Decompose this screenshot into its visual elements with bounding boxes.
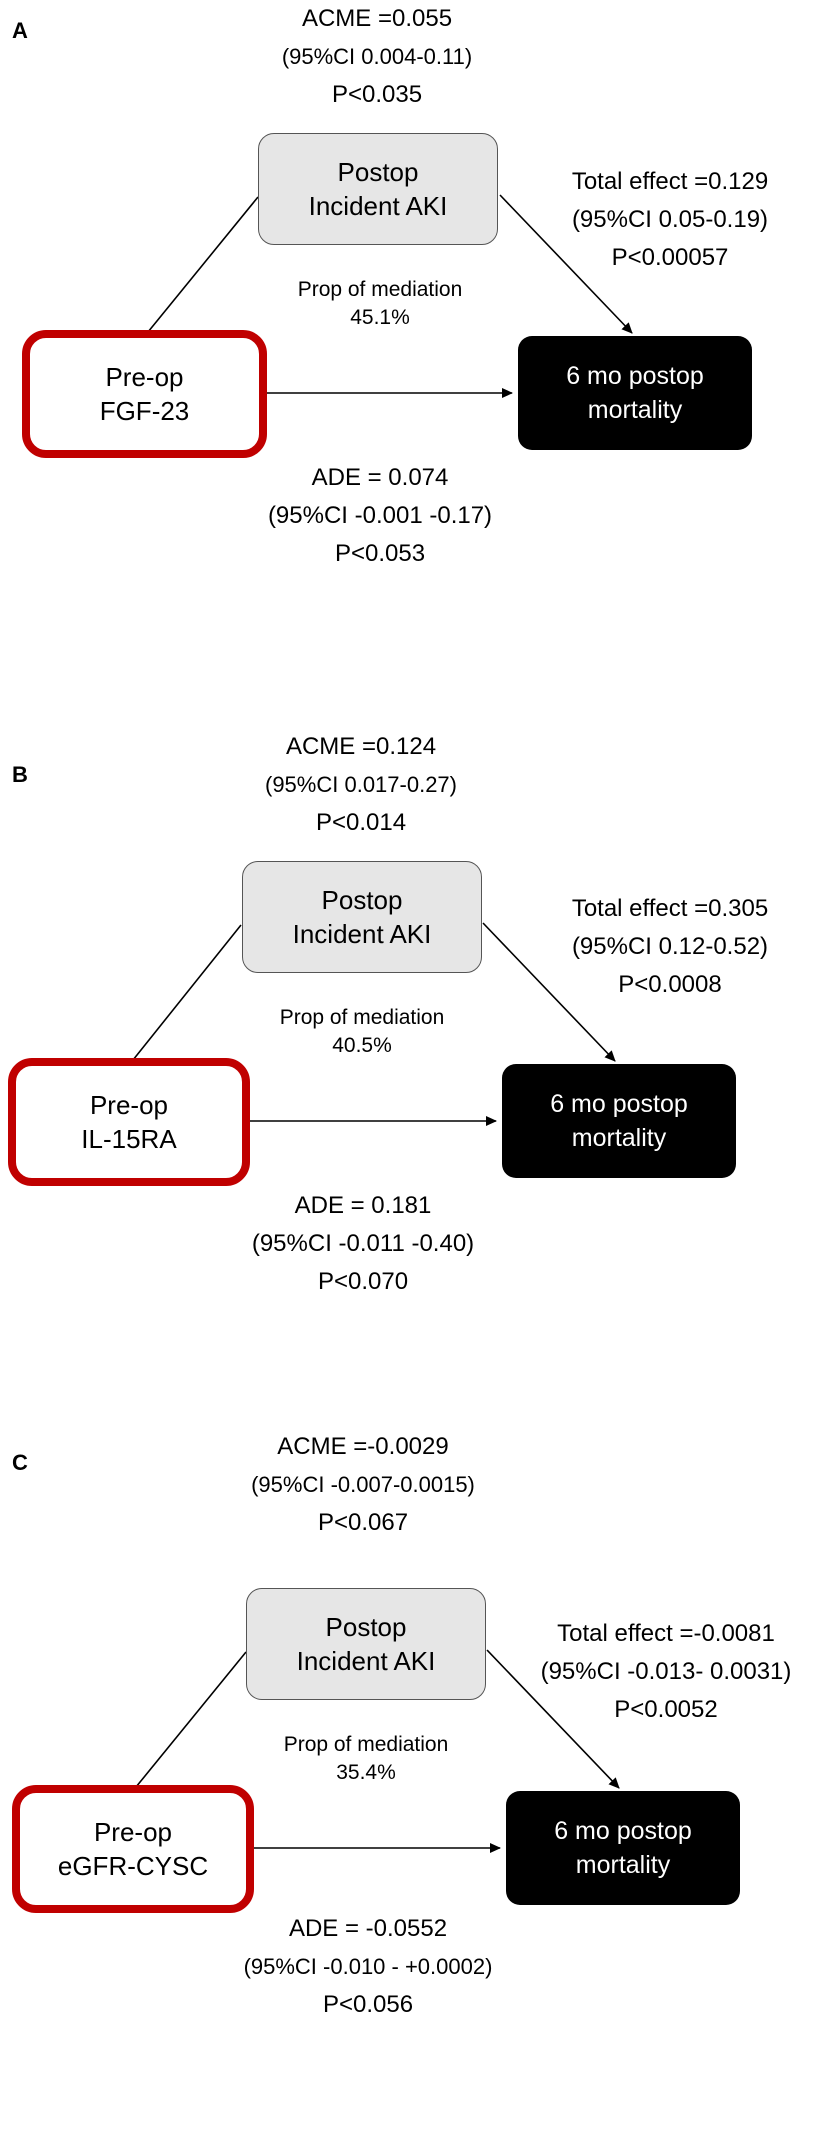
panel-a-connectors	[147, 194, 633, 398]
mediator-line2: Incident AKI	[308, 191, 448, 221]
panel-c-connectors	[135, 1649, 620, 1853]
panel-label: A	[12, 18, 28, 43]
exposure-line2: eGFR-CYSC	[57, 1851, 209, 1881]
prop-value: 40.5%	[332, 1034, 392, 1057]
mediator-box: Postop Incident AKI	[258, 133, 498, 245]
exposure-line2: IL-15RA	[81, 1124, 177, 1154]
outcome-line1: 6 mo postop	[550, 1090, 688, 1118]
total-effect-ci: (95%CI -0.013- 0.0031)	[540, 1658, 792, 1685]
ade-value: ADE = 0.074	[311, 464, 449, 491]
outcome-box: 6 mo postop mortality	[506, 1791, 740, 1905]
exposure-box: Pre-op eGFR-CYSC	[12, 1785, 254, 1913]
total-effect-p: P<0.00057	[611, 244, 729, 271]
prop-of-mediation: Prop of mediation 40.5%	[242, 1004, 482, 1060]
mediator-line1: Postop	[337, 157, 419, 187]
panel-a: A ACME =0.055 (95%CI 0.004-0.11) P<0.035…	[0, 0, 827, 680]
prop-value: 35.4%	[336, 1761, 396, 1784]
total-effect-stat: Total effect =-0.0081 (95%CI -0.013- 0.0…	[508, 1615, 824, 1729]
exposure-to-mediator-line	[147, 196, 259, 333]
mediator-to-outcome-arrow	[482, 922, 616, 1062]
total-effect-ci: (95%CI 0.12-0.52)	[571, 933, 769, 960]
ade-ci: (95%CI -0.001 -0.17)	[267, 502, 493, 529]
total-effect-ci: (95%CI 0.05-0.19)	[571, 206, 769, 233]
total-effect-value: Total effect =-0.0081	[557, 1620, 775, 1647]
acme-ci: (95%CI 0.004-0.11)	[281, 44, 473, 69]
ade-stat: ADE = 0.181 (95%CI -0.011 -0.40) P<0.070	[213, 1187, 513, 1301]
total-effect-value: Total effect =0.129	[571, 168, 769, 195]
acme-value: ACME =0.124	[285, 733, 437, 760]
prop-of-mediation: Prop of mediation 35.4%	[246, 1731, 486, 1787]
acme-p: P<0.067	[317, 1509, 409, 1536]
mediator-line2: Incident AKI	[296, 1646, 436, 1676]
total-effect-p: P<0.0052	[614, 1696, 718, 1723]
mediator-line2: Incident AKI	[292, 919, 432, 949]
outcome-box: 6 mo postop mortality	[502, 1064, 736, 1178]
mediator-line1: Postop	[321, 885, 403, 915]
exposure-box: Pre-op IL-15RA	[8, 1058, 250, 1186]
panel-b-connectors	[132, 922, 616, 1126]
exposure-line1: Pre-op	[93, 1817, 173, 1847]
exposure-box: Pre-op FGF-23	[22, 330, 267, 458]
acme-stat: ACME =0.124 (95%CI 0.017-0.27) P<0.014	[236, 728, 486, 842]
total-effect-value: Total effect =0.305	[571, 895, 769, 922]
panel-label: C	[12, 1450, 28, 1475]
prop-of-mediation: Prop of mediation 45.1%	[260, 276, 500, 332]
prop-label: Prop of mediation	[283, 1733, 449, 1756]
ade-stat: ADE = -0.0552 (95%CI -0.010 - +0.0002) P…	[198, 1910, 538, 2024]
acme-p: P<0.014	[315, 809, 407, 836]
prop-label: Prop of mediation	[297, 278, 463, 301]
prop-value: 45.1%	[350, 306, 410, 329]
acme-ci: (95%CI 0.017-0.27)	[265, 772, 457, 797]
exposure-line2: FGF-23	[99, 396, 190, 426]
acme-stat: ACME =-0.0029 (95%CI -0.007-0.0015) P<0.…	[218, 1428, 508, 1542]
mediator-to-outcome-arrow	[486, 1649, 620, 1789]
ade-p: P<0.056	[322, 1991, 414, 2018]
outcome-line1: 6 mo postop	[554, 1817, 692, 1845]
mediator-line1: Postop	[325, 1612, 407, 1642]
acme-ci: (95%CI -0.007-0.0015)	[251, 1472, 475, 1497]
exposure-to-mediator-line	[135, 1651, 247, 1788]
total-effect-p: P<0.0008	[618, 971, 722, 998]
exposure-line1: Pre-op	[105, 362, 184, 392]
exposure-to-mediator-line	[132, 924, 242, 1061]
mediator-to-outcome-arrow	[499, 194, 633, 334]
ade-value: ADE = 0.181	[294, 1192, 432, 1219]
total-effect-stat: Total effect =0.305 (95%CI 0.12-0.52) P<…	[530, 890, 810, 1004]
ade-value: ADE = -0.0552	[288, 1915, 448, 1942]
ade-ci: (95%CI -0.011 -0.40)	[251, 1230, 475, 1257]
ade-ci: (95%CI -0.010 - +0.0002)	[243, 1954, 493, 1979]
outcome-line2: mortality	[587, 396, 683, 424]
panel-c: C ACME =-0.0029 (95%CI -0.007-0.0015) P<…	[0, 1433, 827, 2135]
total-effect-stat: Total effect =0.129 (95%CI 0.05-0.19) P<…	[530, 163, 810, 277]
outcome-box: 6 mo postop mortality	[518, 336, 752, 450]
ade-p: P<0.070	[317, 1268, 409, 1295]
ade-p: P<0.053	[334, 540, 426, 567]
outcome-line2: mortality	[575, 1851, 671, 1879]
outcome-line2: mortality	[571, 1124, 667, 1152]
panel-label: B	[12, 762, 28, 787]
outcome-line1: 6 mo postop	[566, 362, 704, 390]
acme-p: P<0.035	[331, 81, 423, 108]
ade-stat: ADE = 0.074 (95%CI -0.001 -0.17) P<0.053	[230, 459, 530, 573]
acme-value: ACME =-0.0029	[277, 1433, 449, 1460]
mediator-box: Postop Incident AKI	[246, 1588, 486, 1700]
prop-label: Prop of mediation	[279, 1006, 445, 1029]
exposure-line1: Pre-op	[89, 1090, 169, 1120]
panel-b: B ACME =0.124 (95%CI 0.017-0.27) P<0.014…	[0, 728, 827, 1408]
acme-stat: ACME =0.055 (95%CI 0.004-0.11) P<0.035	[252, 0, 502, 114]
acme-value: ACME =0.055	[301, 5, 453, 32]
mediator-box: Postop Incident AKI	[242, 861, 482, 973]
